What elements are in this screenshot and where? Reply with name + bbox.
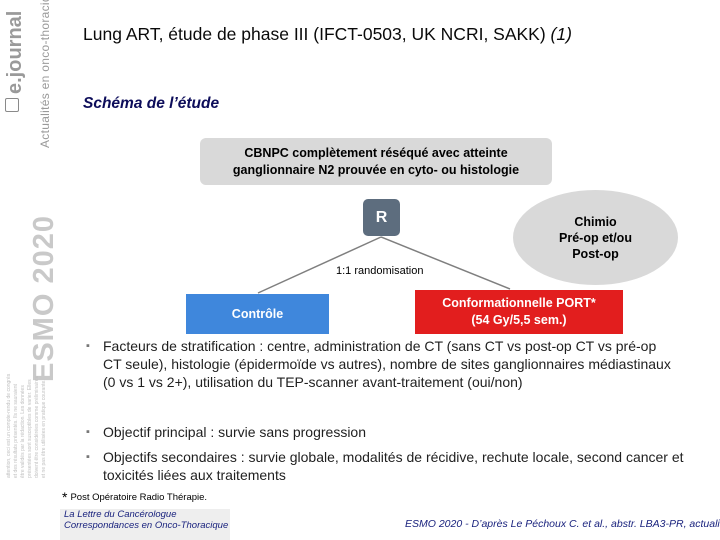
- bullet-secondary-objectives: ▪ Objectifs secondaires : survie globale…: [86, 448, 684, 484]
- footnote: *Post Opératoire Radio Thérapie.: [62, 489, 207, 505]
- chemotherapy-ellipse: Chimio Pré-op et/ou Post-op: [513, 190, 678, 285]
- title-main: Lung ART, étude de phase III (IFCT-0503,…: [83, 24, 551, 44]
- bullet-text: Objectif principal : survie sans progres…: [103, 424, 367, 440]
- journal-logo-icon: [5, 98, 19, 112]
- title-reference: (1): [550, 24, 572, 44]
- journal-name: La Lettre du Cancérologue: [64, 509, 177, 520]
- port-arm-line: (54 Gy/5,5 sem.): [471, 313, 567, 327]
- journal-footer: La Lettre du Cancérologue Correspondance…: [60, 509, 230, 540]
- bullet-text: toxicités liées aux traitements: [103, 467, 286, 483]
- bullet-icon: ▪: [86, 426, 90, 438]
- bullet-icon: ▪: [86, 340, 90, 352]
- port-arm-box: Conformationnelle PORT* (54 Gy/5,5 sem.): [415, 290, 623, 334]
- bullet-text: Objectifs secondaires : survie globale, …: [103, 449, 684, 465]
- randomization-box: R: [363, 199, 400, 236]
- bullet-stratification: ▪ Facteurs de stratification : centre, a…: [86, 337, 671, 391]
- chemo-line: Chimio: [574, 214, 617, 229]
- citation: ESMO 2020 - D’après Le Péchoux C. et al.…: [405, 518, 720, 530]
- arrow-to-control: [257, 236, 382, 294]
- bullet-text: (0 vs 1 vs 2+), utilisation du TEP-scann…: [103, 374, 523, 390]
- population-line: ganglionnaire N2 prouvée en cyto- ou his…: [232, 162, 520, 177]
- chemo-line: Pré-op et/ou: [559, 230, 632, 245]
- port-arm-line: Conformationnelle PORT*: [442, 296, 596, 310]
- section-subtitle: Schéma de l’étude: [83, 95, 220, 112]
- population-line: CBNPC complètement réséqué avec atteinte: [244, 145, 508, 160]
- bullet-text: CT seule), histologie (épidermoïde vs au…: [103, 356, 671, 372]
- randomization-label: 1:1 randomisation: [336, 265, 424, 277]
- page-title: Lung ART, étude de phase III (IFCT-0503,…: [83, 24, 572, 45]
- bullet-icon: ▪: [86, 451, 90, 463]
- chemo-line: Post-op: [572, 246, 619, 261]
- footnote-marker: *: [62, 489, 68, 505]
- journal-section: Correspondances en Onco-Thoracique: [64, 520, 229, 531]
- footnote-text: Post Opératoire Radio Thérapie.: [70, 492, 208, 503]
- sidebar: e.journal Actualités en onco-thoracique …: [0, 0, 60, 540]
- bullet-text: Facteurs de stratification : centre, adm…: [103, 338, 657, 354]
- bullet-primary-objective: ▪ Objectif principal : survie sans progr…: [86, 423, 366, 441]
- control-arm-box: Contrôle: [186, 294, 329, 334]
- arrow-to-port: [380, 236, 511, 290]
- population-box: CBNPC complètement réséqué avec atteinte…: [200, 138, 552, 185]
